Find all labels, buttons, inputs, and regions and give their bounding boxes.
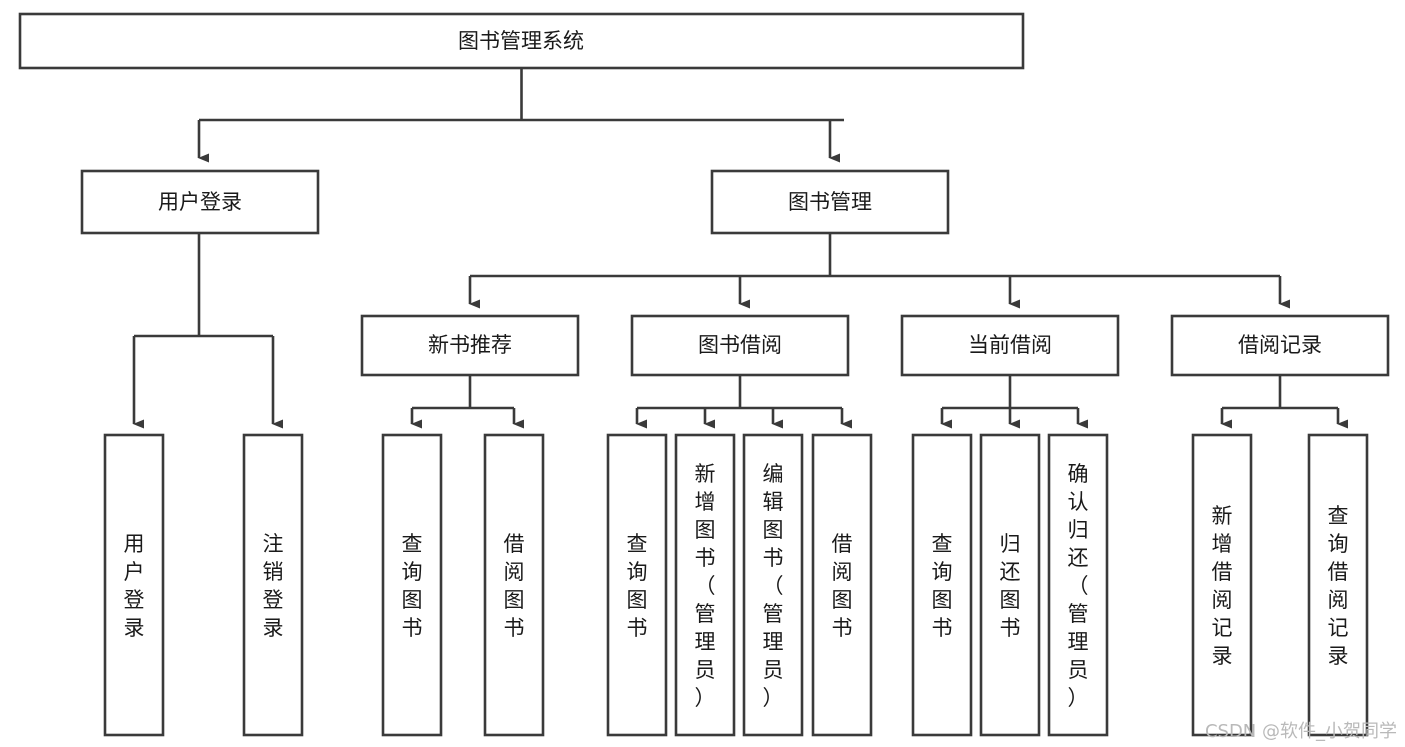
node-leaf11-box[interactable]	[1047, 433, 1109, 737]
node-leaf1[interactable]: 用户登录	[103, 433, 165, 737]
connector-group-login	[132, 233, 283, 429]
node-leaf4-box[interactable]	[483, 433, 545, 737]
node-root-label: 图书管理系统	[458, 29, 584, 53]
node-leaf13-box[interactable]	[1307, 433, 1369, 737]
connector-group-record	[1220, 375, 1348, 429]
node-leaf3-label: 查询图书	[402, 532, 423, 640]
node-leaf10[interactable]: 归还图书	[979, 433, 1041, 737]
node-leaf3[interactable]: 查询图书	[381, 433, 443, 737]
node-leaf6-label: 新增图书（管理员）	[695, 462, 716, 710]
node-leaf4[interactable]: 借阅图书	[483, 433, 545, 737]
node-leaf5[interactable]: 查询图书	[606, 433, 668, 737]
node-leaf9[interactable]: 查询图书	[911, 433, 973, 737]
node-leaf8-box[interactable]	[811, 433, 873, 737]
node-record-box[interactable]	[1170, 314, 1390, 377]
node-login[interactable]: 用户登录	[80, 169, 320, 235]
node-borrow-box[interactable]	[630, 314, 850, 377]
csdn-watermark: CSDN @软件_小贺同学	[1204, 721, 1397, 742]
node-leaf10-label: 归还图书	[1000, 532, 1021, 640]
node-leaf2-box[interactable]	[242, 433, 304, 737]
connector-group-bookmgmt	[468, 233, 1290, 309]
node-current[interactable]: 当前借阅	[900, 314, 1120, 377]
connector-group-current	[940, 375, 1088, 429]
connector-group-borrow	[635, 375, 852, 429]
node-leaf5-label: 查询图书	[627, 532, 648, 640]
node-leaf13[interactable]: 查询借阅记录	[1307, 433, 1369, 737]
node-leaf7-label: 编辑图书（管理员）	[763, 462, 784, 710]
node-leaf9-box[interactable]	[911, 433, 973, 737]
node-leaf3-box[interactable]	[381, 433, 443, 737]
node-leaf12[interactable]: 新增借阅记录	[1191, 433, 1253, 737]
node-newbook-box[interactable]	[360, 314, 580, 377]
node-login-label: 用户登录	[158, 190, 242, 214]
node-bookmgmt[interactable]: 图书管理	[710, 169, 950, 235]
node-leaf12-box[interactable]	[1191, 433, 1253, 737]
node-current-label: 当前借阅	[968, 333, 1052, 357]
node-leaf12-label: 新增借阅记录	[1212, 504, 1233, 668]
node-leaf10-box[interactable]	[979, 433, 1041, 737]
node-leaf1-label: 用户登录	[124, 532, 145, 640]
node-root[interactable]: 图书管理系统	[18, 12, 1025, 70]
node-current-box[interactable]	[900, 314, 1120, 377]
node-leaf6-box[interactable]	[674, 433, 736, 737]
node-leaf11-label: 确认归还（管理员）	[1068, 462, 1089, 710]
node-root-box[interactable]	[18, 12, 1025, 70]
node-leaf2-label: 注销登录	[263, 532, 284, 640]
node-record-label: 借阅记录	[1238, 333, 1322, 357]
node-login-box[interactable]	[80, 169, 320, 235]
node-leaf2[interactable]: 注销登录	[242, 433, 304, 737]
node-leaf13-label: 查询借阅记录	[1328, 504, 1349, 668]
node-leaf11[interactable]: 确认归还（管理员）	[1047, 433, 1109, 737]
node-leaf7-box[interactable]	[742, 433, 804, 737]
node-record[interactable]: 借阅记录	[1170, 314, 1390, 377]
node-bookmgmt-label: 图书管理	[788, 190, 872, 214]
node-leaf9-label: 查询图书	[932, 532, 953, 640]
node-newbook-label: 新书推荐	[428, 333, 512, 357]
node-borrow-label: 图书借阅	[698, 333, 782, 357]
node-leaf6[interactable]: 新增图书（管理员）	[674, 433, 736, 737]
node-newbook[interactable]: 新书推荐	[360, 314, 580, 377]
node-leaf5-box[interactable]	[606, 433, 668, 737]
node-leaf7[interactable]: 编辑图书（管理员）	[742, 433, 804, 737]
node-leaf4-label: 借阅图书	[504, 532, 525, 640]
node-leaf8[interactable]: 借阅图书	[811, 433, 873, 737]
connector-group-newbook	[410, 375, 524, 429]
node-borrow[interactable]: 图书借阅	[630, 314, 850, 377]
connector-group-root	[197, 68, 844, 163]
node-bookmgmt-box[interactable]	[710, 169, 950, 235]
node-leaf8-label: 借阅图书	[832, 532, 853, 640]
node-leaf1-box[interactable]	[103, 433, 165, 737]
